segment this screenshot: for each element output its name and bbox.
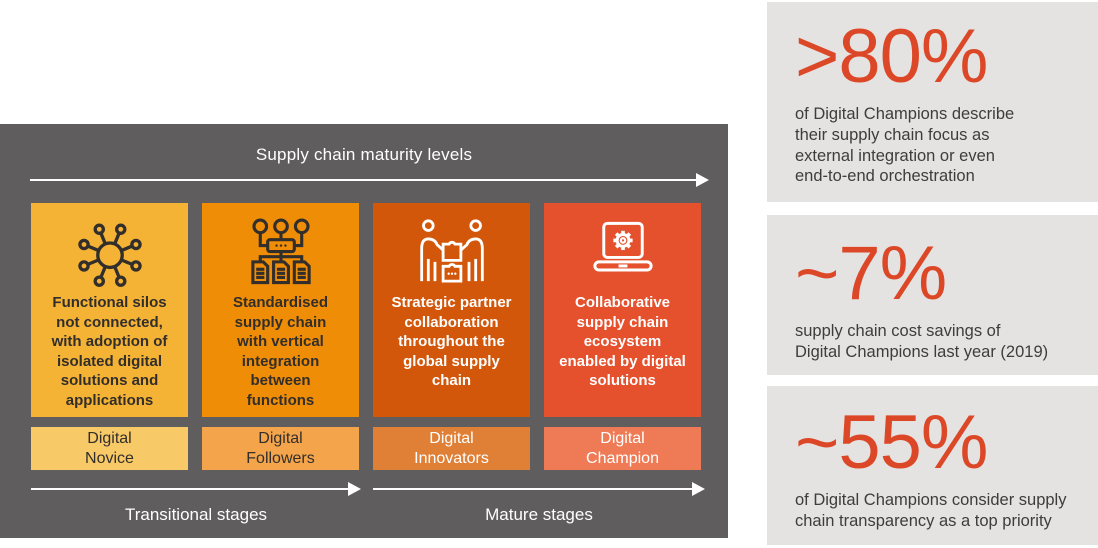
stat-description: of Digital Champions consider supply cha… <box>795 491 1067 530</box>
stage-description: Functional silos not connected, with ado… <box>51 294 168 409</box>
arrow-shaft <box>31 488 348 490</box>
transitional-stages-arrow <box>31 482 361 496</box>
stage-digital-followers: Standardised supply chain with vertical … <box>202 124 359 538</box>
maturity-axis-arrow <box>30 172 709 188</box>
stage-box: Functional silos not connected, with ado… <box>31 203 188 417</box>
network-silos-icon <box>73 216 147 290</box>
partner-collaboration-icon <box>415 216 489 290</box>
stage-box: Collaborative supply chain ecosystem ena… <box>544 203 701 417</box>
stage-label-digital-followers: Digital Followers <box>202 427 359 470</box>
maturity-panel: Supply chain maturity levels <box>0 124 728 538</box>
stage-box: Standardised supply chain with vertical … <box>202 203 359 417</box>
hierarchy-documents-icon <box>244 216 318 290</box>
stat-card-cost-savings: ~7% supply chain cost savings of Digital… <box>767 215 1098 375</box>
stage-digital-innovators: Strategic partner collaboration througho… <box>373 124 530 538</box>
stage-description: Collaborative supply chain ecosystem ena… <box>559 294 686 389</box>
arrow-head-icon <box>696 173 709 187</box>
stat-value: ~55% <box>795 400 989 485</box>
stage-label-digital-innovators: Digital Innovators <box>373 427 530 470</box>
stat-description: of Digital Champions describe their supp… <box>795 105 1015 186</box>
stat-value: >80% <box>795 14 989 99</box>
arrow-head-icon <box>348 482 361 496</box>
stat-description: supply chain cost savings of Digital Cha… <box>795 322 1049 361</box>
laptop-gear-icon <box>586 216 660 290</box>
stage-digital-champion: Collaborative supply chain ecosystem ena… <box>544 124 701 538</box>
stage-label-digital-novice: Digital Novice <box>31 427 188 470</box>
mature-stages-arrow <box>373 482 705 496</box>
stat-card-external-integration: >80% of Digital Champions describe their… <box>767 2 1098 202</box>
stat-card-transparency: ~55% of Digital Champions consider suppl… <box>767 386 1098 545</box>
stage-label-digital-champion: Digital Champion <box>544 427 701 470</box>
mature-stages-label: Mature stages <box>485 505 593 524</box>
stage-digital-novice: Functional silos not connected, with ado… <box>31 124 188 538</box>
arrow-head-icon <box>692 482 705 496</box>
arrow-shaft <box>30 179 696 181</box>
stage-box: Strategic partner collaboration througho… <box>373 203 530 417</box>
transitional-stages-label: Transitional stages <box>124 505 268 524</box>
stat-value: ~7% <box>795 231 947 316</box>
stage-description: Strategic partner collaboration througho… <box>391 294 512 389</box>
stage-description: Standardised supply chain with vertical … <box>232 294 329 409</box>
arrow-shaft <box>373 488 692 490</box>
panel-title: Supply chain maturity levels <box>255 145 473 164</box>
